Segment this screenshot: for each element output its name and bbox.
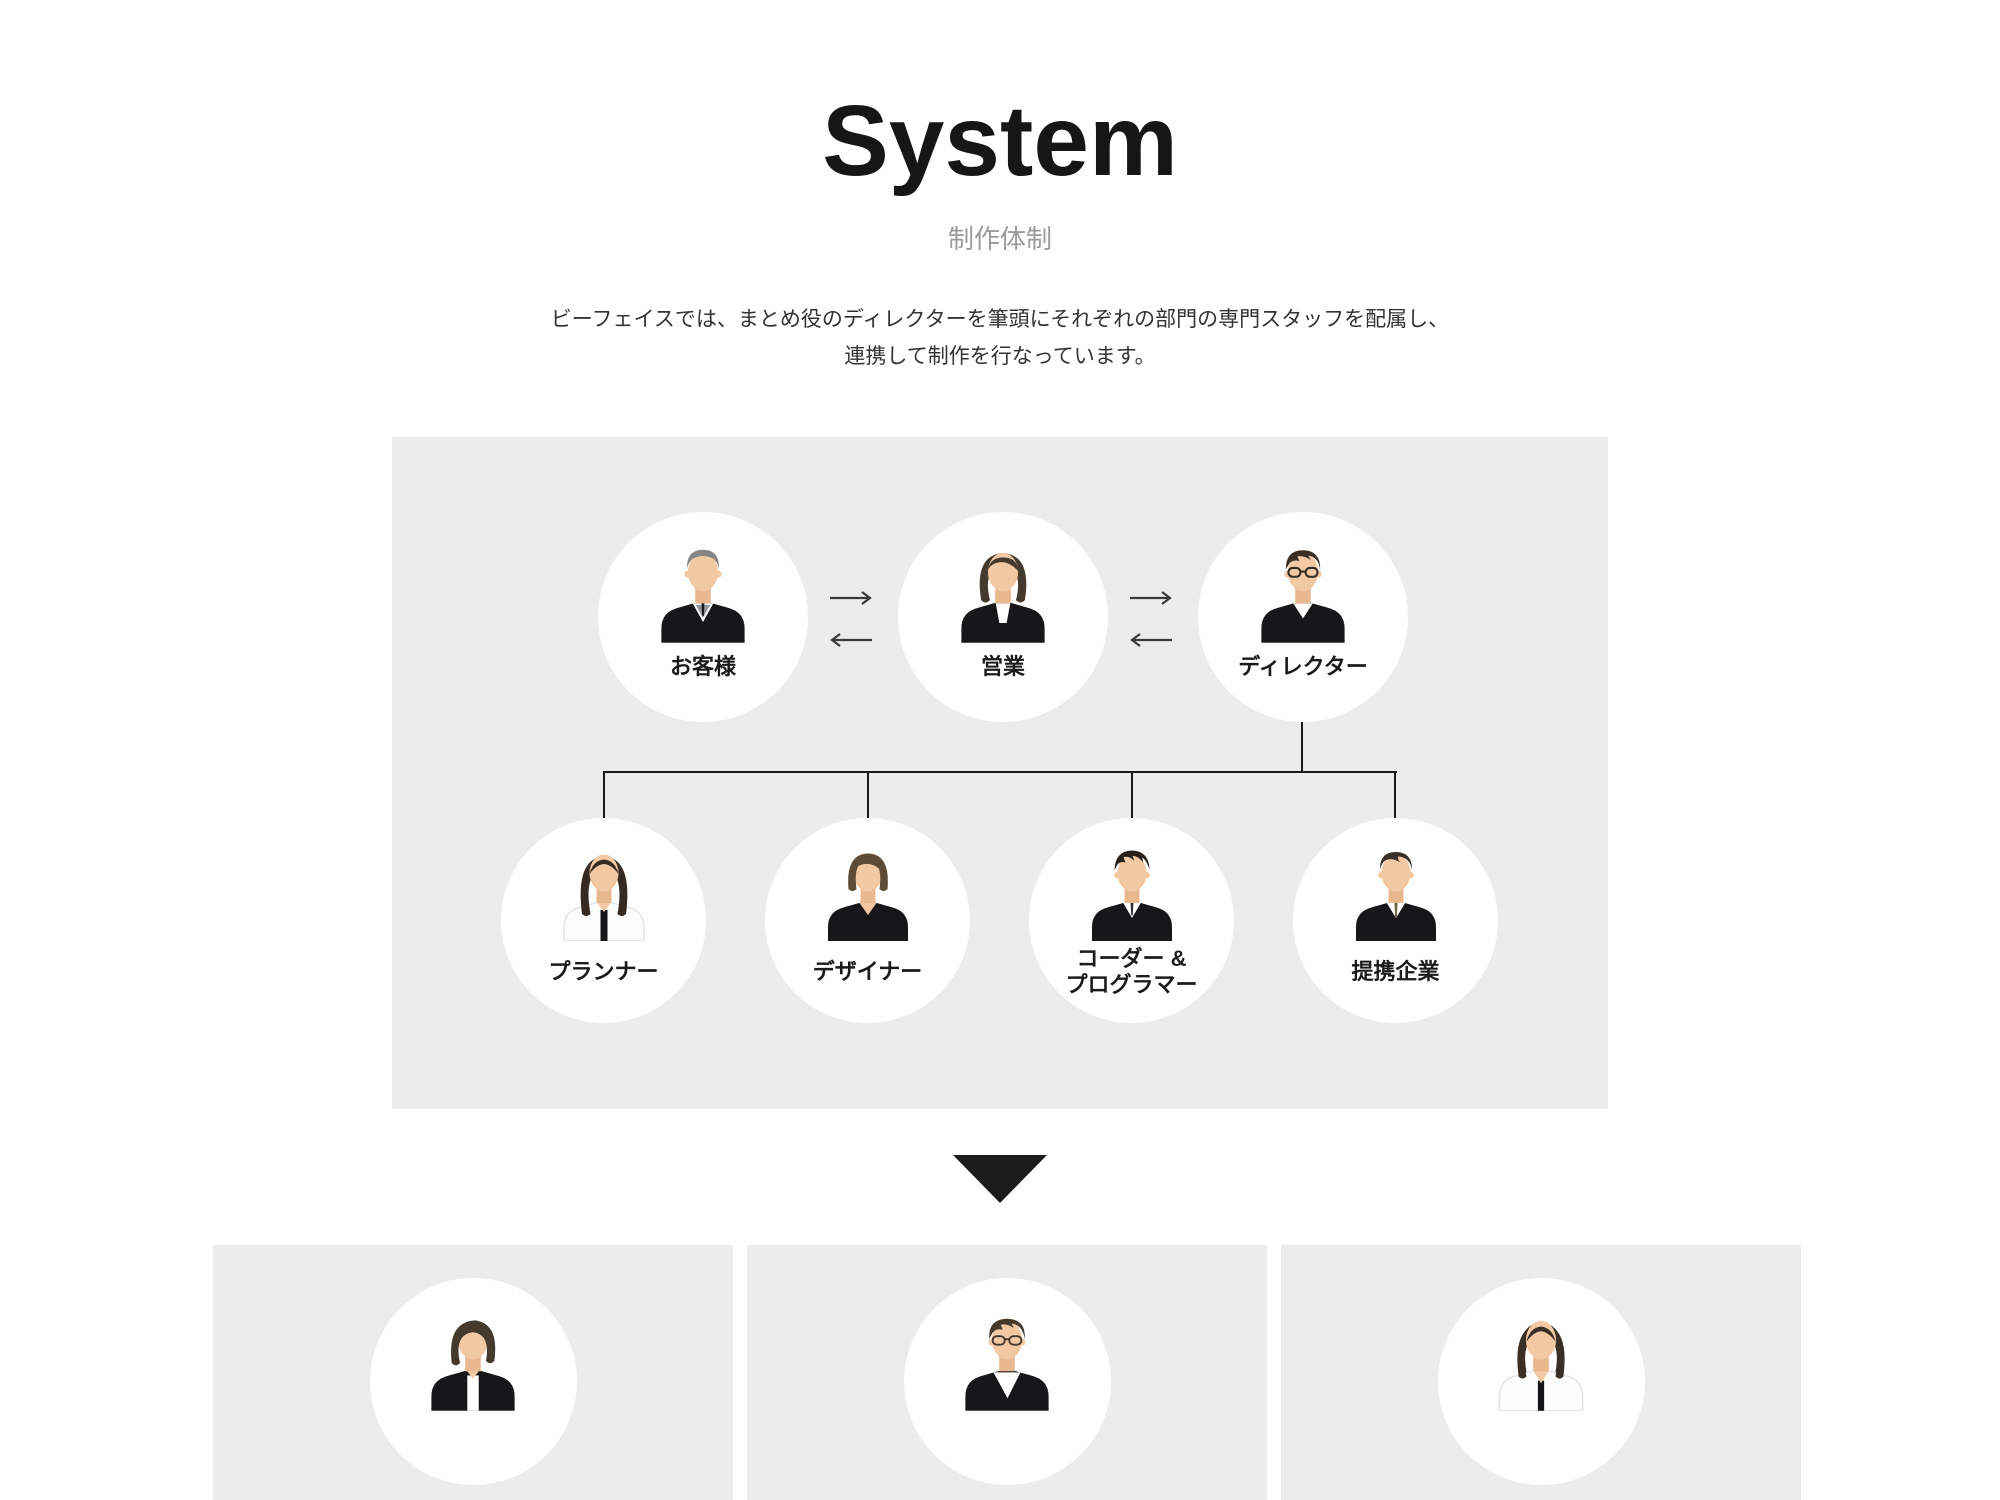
staff-woman-long-hair-avatar-icon xyxy=(1498,1320,1584,1411)
customer-avatar-icon xyxy=(661,549,745,643)
person-label-director: ディレクター xyxy=(1238,654,1368,679)
person-circle-partner-company: 提携企業 xyxy=(1293,818,1498,1023)
planner-avatar-icon xyxy=(562,854,645,941)
staff-card xyxy=(213,1245,733,1500)
down-triangle-icon xyxy=(953,1155,1047,1203)
person-circle-coder-programmer: コーダー & プログラマー xyxy=(1029,818,1234,1023)
arrow-right-icon xyxy=(1130,591,1172,605)
staff-man-glasses-avatar-icon xyxy=(965,1318,1049,1411)
person-circle-designer: デザイナー xyxy=(765,818,970,1023)
connector-bus xyxy=(603,771,1397,773)
person-label-designer: デザイナー xyxy=(812,959,923,984)
connector-director-stem xyxy=(1301,719,1303,773)
person-circle-planner: プランナー xyxy=(501,818,706,1023)
coder-avatar-icon xyxy=(1091,850,1172,941)
connector-drop-planner xyxy=(603,771,605,818)
staff-avatar-circle xyxy=(903,1278,1111,1485)
person-circle-director: ディレクター xyxy=(1198,512,1408,722)
person-label-sales: 営業 xyxy=(980,654,1025,679)
staff-card xyxy=(1281,1245,1801,1500)
description-line-2: 連携して制作を行なっています。 xyxy=(844,345,1156,368)
staff-avatar-circle xyxy=(369,1278,577,1485)
director-avatar-icon xyxy=(1261,550,1345,643)
arrow-left-icon xyxy=(1130,633,1172,647)
person-circle-sales: 営業 xyxy=(898,512,1108,722)
description-line-1: ビーフェイスでは、まとめ役のディレクターを筆頭にそれぞれの部門の専門スタッフを配… xyxy=(550,308,1450,331)
page-subtitle: 制作体制 xyxy=(947,224,1052,254)
staff-avatar-circle xyxy=(1437,1278,1645,1485)
connector-drop-partner xyxy=(1394,771,1396,818)
connector-drop-designer xyxy=(867,771,869,818)
person-label-coder-programmer: コーダー & プログラマー xyxy=(1065,946,1198,997)
connector-drop-coder xyxy=(1131,771,1133,818)
staff-woman-bob-avatar-icon xyxy=(431,1320,515,1411)
arrow-left-icon xyxy=(830,633,872,647)
section-description: ビーフェイスでは、まとめ役のディレクターを筆頭にそれぞれの部門の専門スタッフを配… xyxy=(0,301,2000,375)
partner-avatar-icon xyxy=(1355,852,1436,941)
staff-card xyxy=(747,1245,1267,1500)
person-label-customer: お客様 xyxy=(669,654,736,679)
person-label-planner: プランナー xyxy=(548,959,659,984)
person-circle-customer: お客様 xyxy=(598,512,808,722)
person-label-partner-company: 提携企業 xyxy=(1351,959,1440,984)
page-title: System xyxy=(822,85,1178,197)
sales-avatar-icon xyxy=(961,552,1045,643)
designer-avatar-icon xyxy=(827,853,908,941)
arrow-right-icon xyxy=(830,591,872,605)
